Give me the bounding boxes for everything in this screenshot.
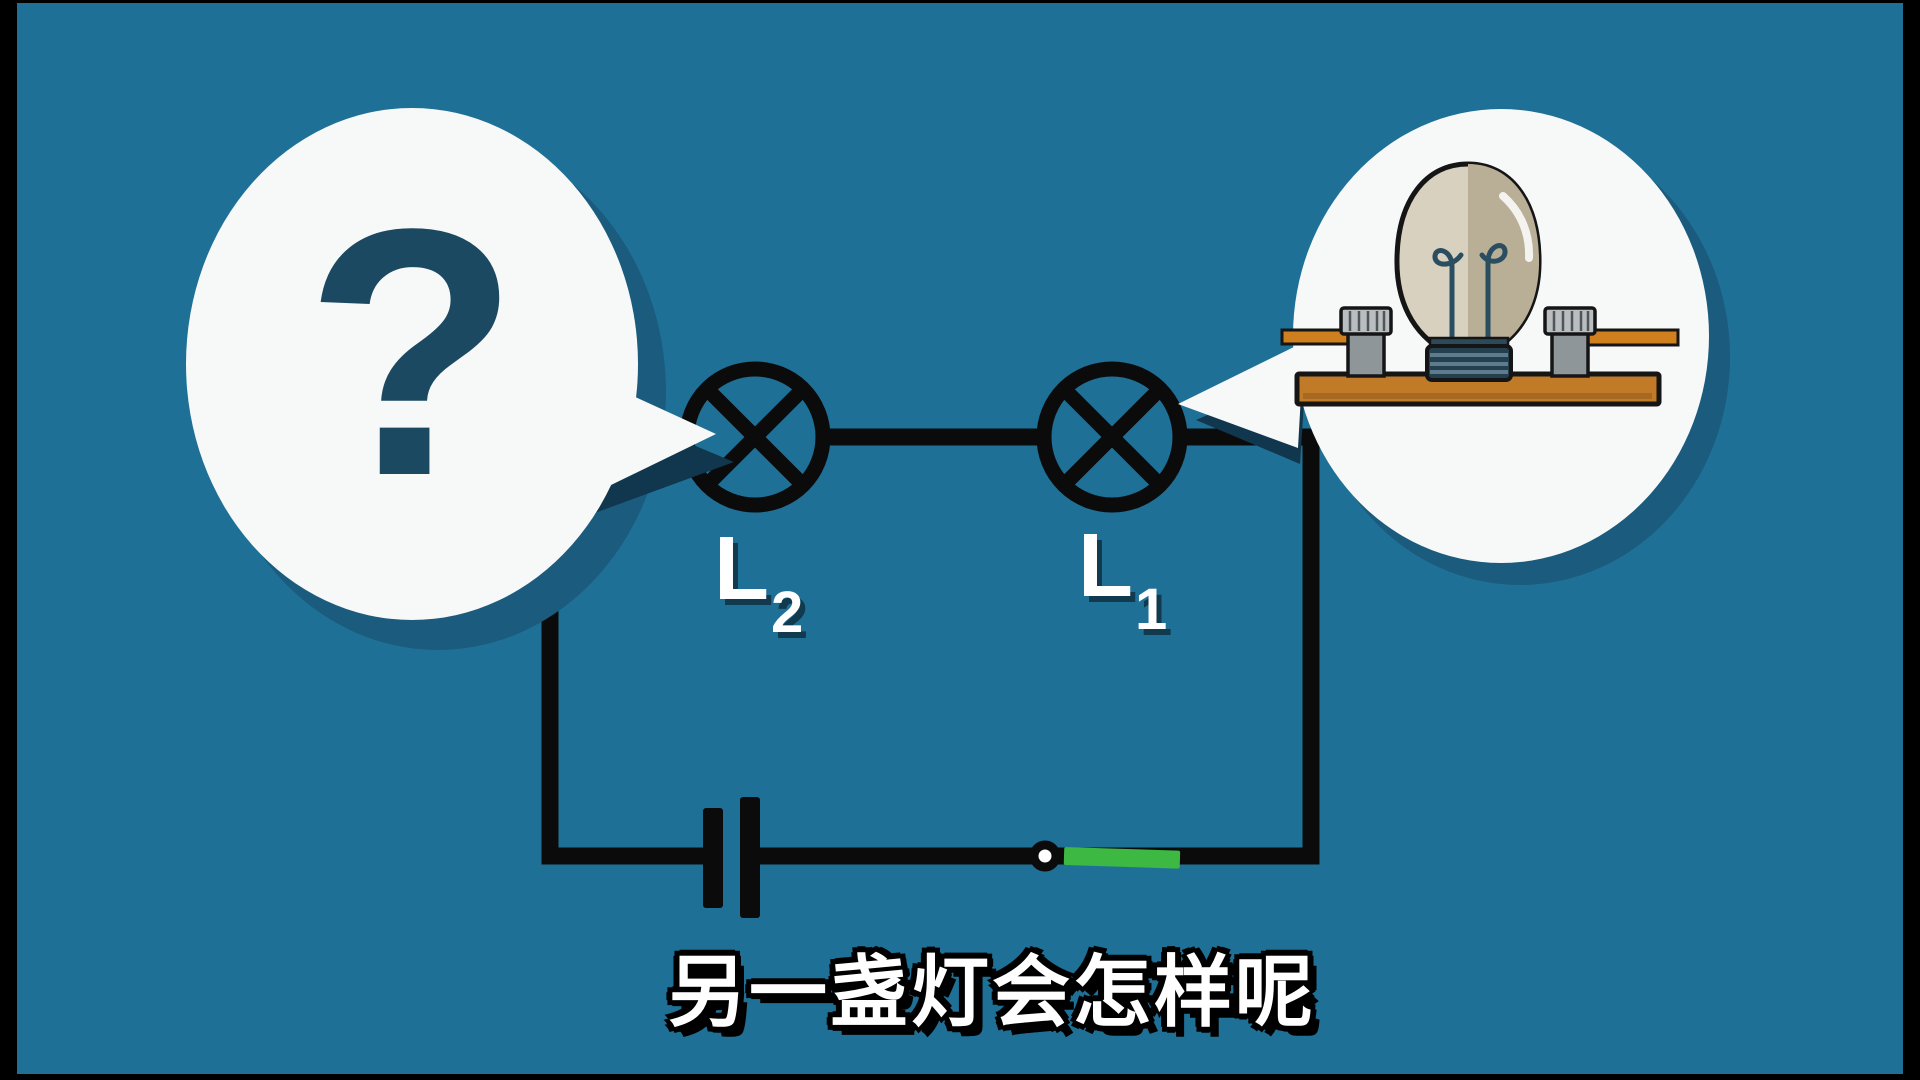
filament-right [1479, 243, 1508, 347]
bulb-speech-bubble [1178, 109, 1730, 585]
battery-plate-long [740, 797, 760, 918]
frame-bar-right [1903, 0, 1920, 1080]
binding-post-right [1543, 306, 1597, 378]
lamp-label-l2: L2 [714, 524, 803, 642]
frame-bar-left [0, 0, 17, 1080]
lamp-cross-line [1063, 388, 1161, 486]
post-body [1346, 330, 1386, 378]
lamp-label-l1: L1 [1078, 521, 1167, 639]
post-cap [1339, 306, 1393, 336]
frame-bar-top [0, 0, 1920, 3]
lamp-cross-line [706, 388, 804, 486]
lamp-symbol-l1 [1036, 361, 1188, 513]
post-cap [1543, 306, 1597, 336]
lamp-label-subscript: 2 [770, 580, 804, 645]
frame-bar-bottom [0, 1074, 1920, 1080]
switch-icon [1029, 840, 1181, 872]
binding-post-left [1339, 306, 1393, 378]
question-speech-bubble [186, 108, 734, 650]
circuit-wire [541, 428, 1320, 865]
post-body [1550, 330, 1590, 378]
battery-plate-short [703, 808, 723, 908]
battery-wire-gap [722, 844, 741, 868]
post-cap-ridges [1552, 311, 1590, 331]
switch-pivot-dot [1029, 840, 1061, 872]
subtitle-text: 另一盏灯会怎样呢 [667, 948, 1317, 1036]
post-cap-ridges [1348, 311, 1386, 331]
lamp-label-subscript: 1 [1134, 577, 1168, 642]
bubble-body [186, 108, 638, 620]
screw-ridges [1430, 353, 1508, 374]
switch-blade-green [1063, 847, 1181, 869]
battery-icon [703, 797, 760, 918]
question-mark-icon: ? [304, 155, 520, 549]
lamp-label-letter: L [1078, 516, 1133, 616]
filament-left [1432, 248, 1464, 347]
bulb-glass-highlight [1499, 192, 1534, 262]
lamp-label-letter: L [714, 519, 769, 619]
bubble-tail [1178, 342, 1304, 448]
